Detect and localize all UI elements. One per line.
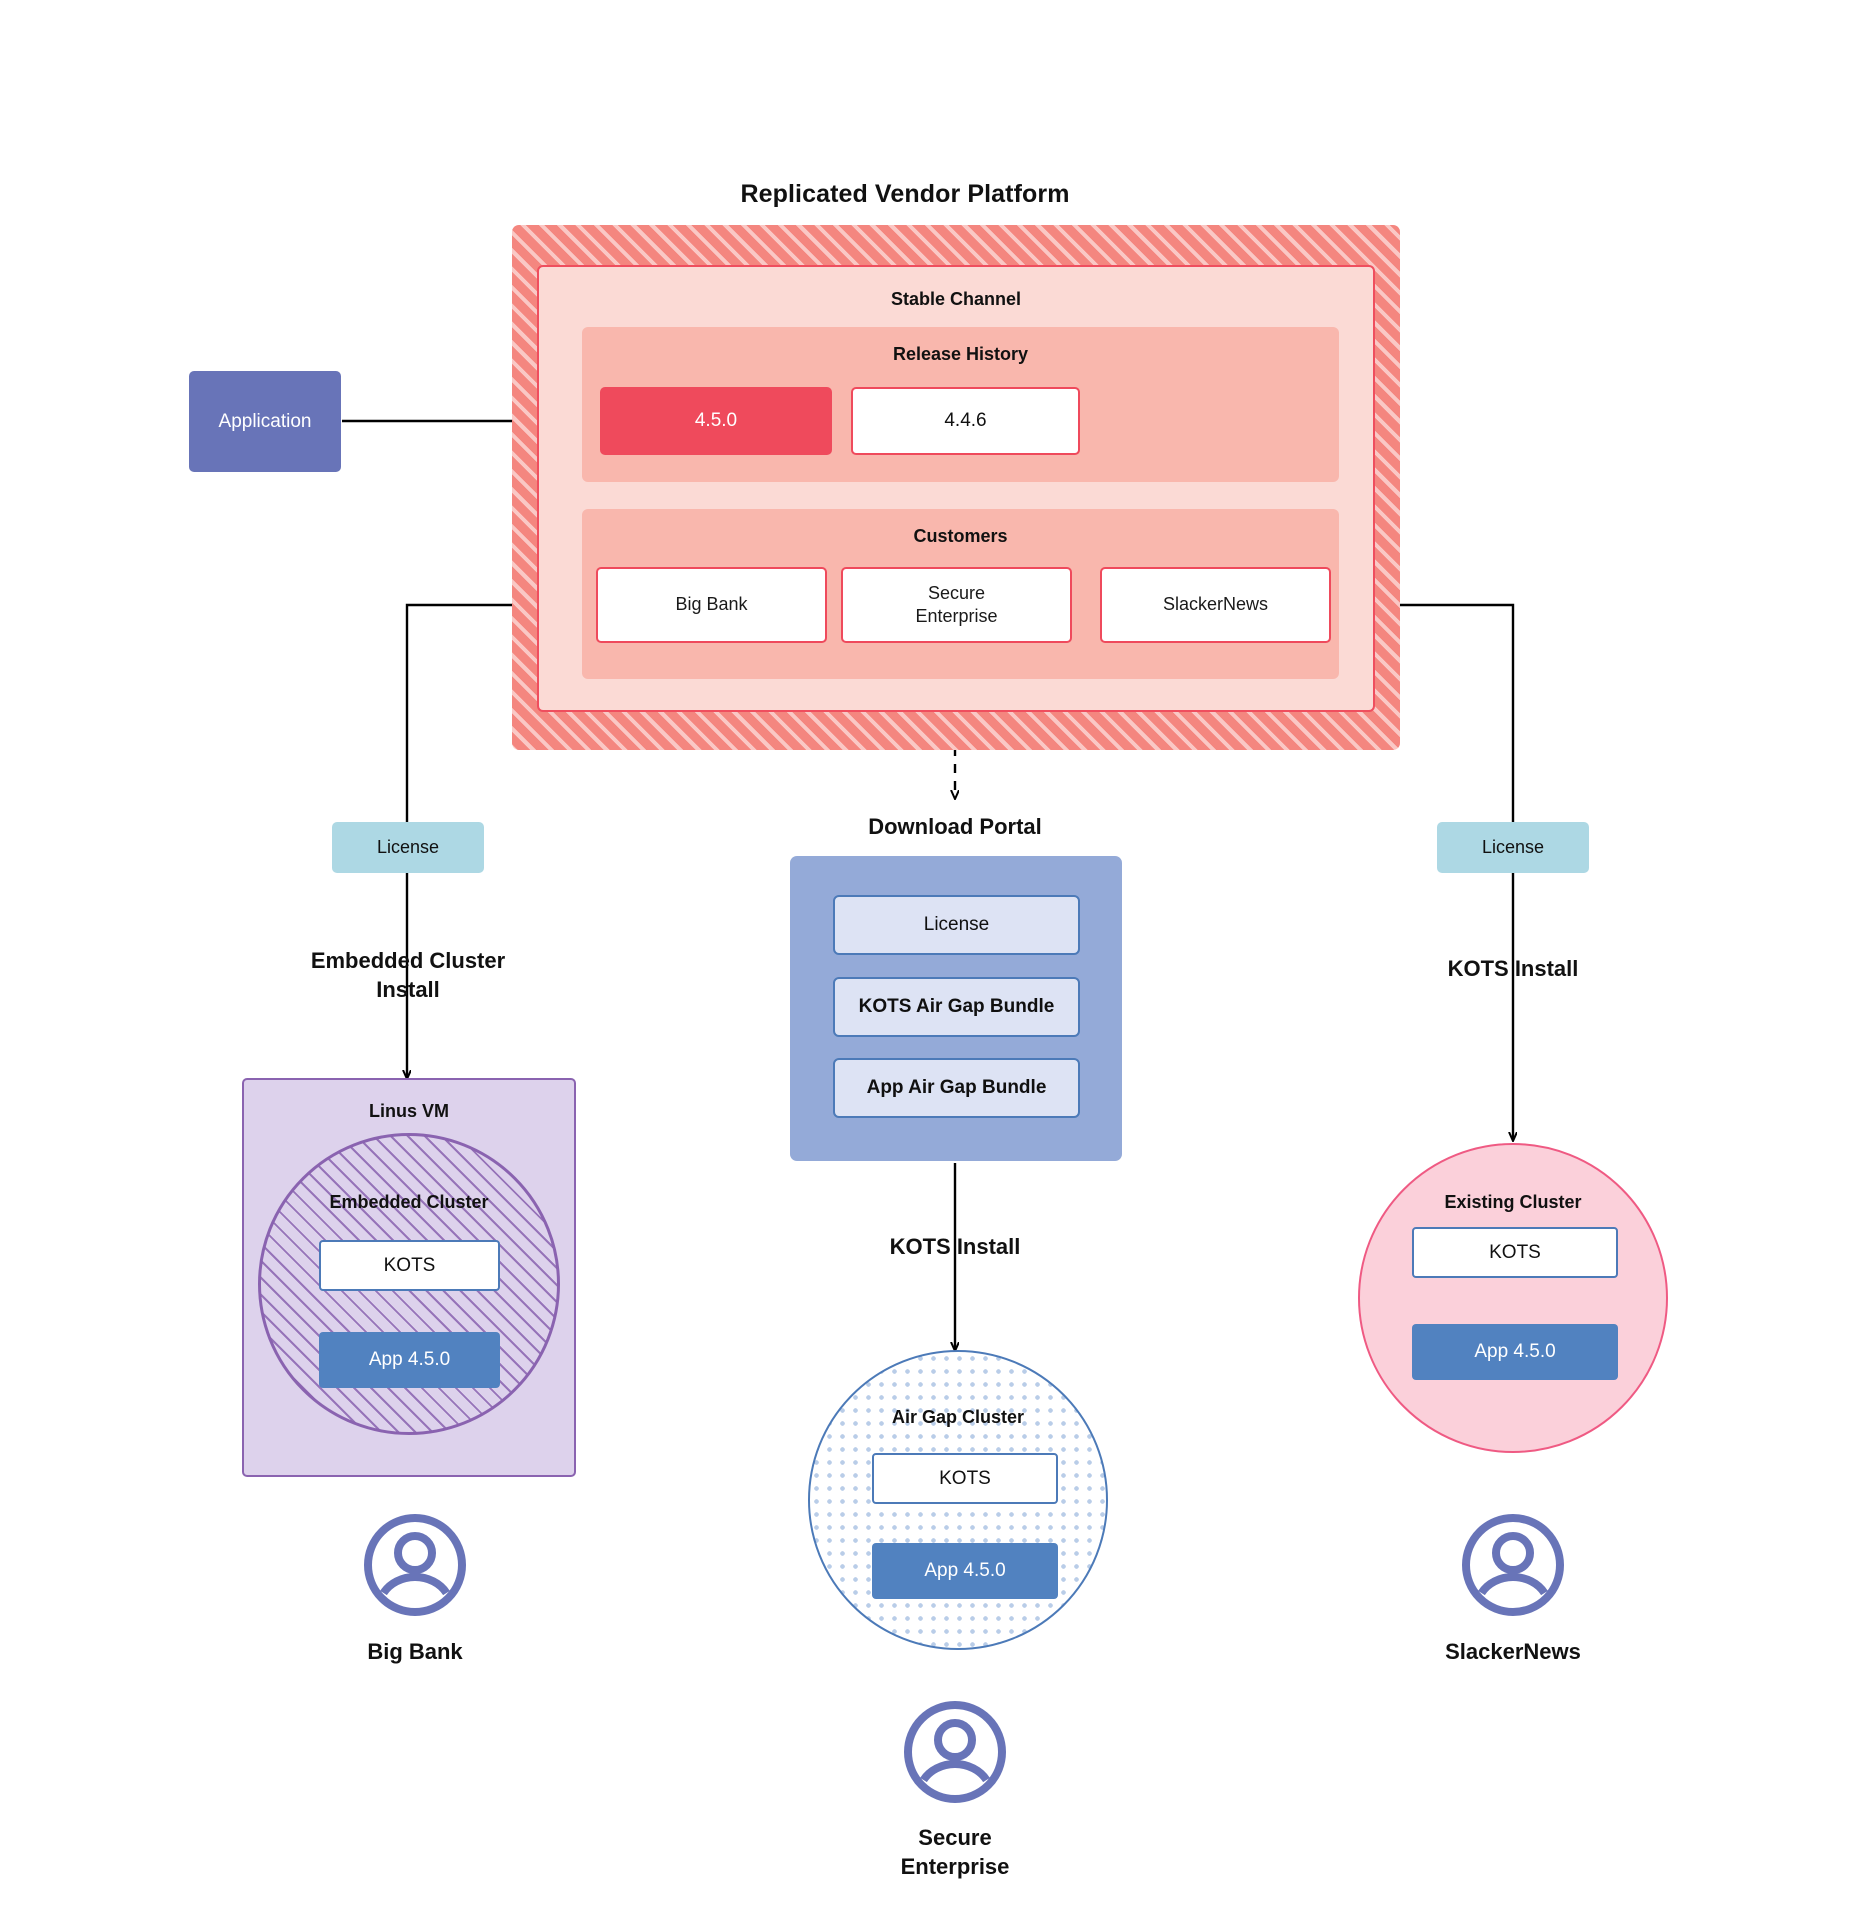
- kots-box-left[interactable]: KOTS: [319, 1240, 500, 1291]
- app-box-center[interactable]: App 4.5.0: [872, 1543, 1058, 1599]
- release-history-caption: Release History: [892, 344, 1029, 364]
- release-box-current[interactable]: 4.5.0: [600, 387, 832, 455]
- app-box-right[interactable]: App 4.5.0: [1412, 1324, 1618, 1380]
- license-chip-left[interactable]: License: [332, 822, 484, 873]
- release-box-past[interactable]: 4.4.6: [851, 387, 1080, 455]
- air-gap-cluster-caption: Air Gap Cluster: [891, 1407, 1025, 1427]
- air-gap-cluster-circle: Air Gap Cluster: [808, 1350, 1108, 1650]
- portal-item-kots-air-gap-bundle[interactable]: KOTS Air Gap Bundle: [833, 977, 1080, 1037]
- stable-channel-caption: Stable Channel: [890, 289, 1022, 309]
- customers-caption: Customers: [913, 526, 1008, 546]
- avatar-slackernews: [1461, 1513, 1565, 1617]
- customer-box-big-bank[interactable]: Big Bank: [596, 567, 827, 643]
- kots-box-center[interactable]: KOTS: [872, 1453, 1058, 1504]
- embedded-cluster-caption: Embedded Cluster: [329, 1192, 489, 1212]
- avatar-big-bank: [363, 1513, 467, 1617]
- linux-vm-caption: Linus VM: [369, 1101, 449, 1121]
- kots-box-right[interactable]: KOTS: [1412, 1227, 1618, 1278]
- page-title: Replicated Vendor Platform: [740, 180, 1070, 208]
- edge-label-kots-install-center: KOTS Install: [889, 1234, 1021, 1259]
- edge-label-embedded-cluster-install: Embedded Cluster Install: [310, 948, 506, 1002]
- customer-box-slackernews[interactable]: SlackerNews: [1100, 567, 1331, 643]
- persona-label-slackernews: SlackerNews: [1445, 1639, 1581, 1664]
- existing-cluster-circle: Existing Cluster: [1358, 1143, 1668, 1453]
- license-chip-right[interactable]: License: [1437, 822, 1589, 873]
- app-box-left[interactable]: App 4.5.0: [319, 1332, 500, 1388]
- portal-item-license[interactable]: License: [833, 895, 1080, 955]
- portal-item-app-air-gap-bundle[interactable]: App Air Gap Bundle: [833, 1058, 1080, 1118]
- customer-box-secure-enterprise[interactable]: Secure Enterprise: [841, 567, 1072, 643]
- persona-label-big-bank: Big Bank: [367, 1639, 463, 1664]
- application-node[interactable]: Application: [189, 371, 341, 472]
- existing-cluster-caption: Existing Cluster: [1444, 1192, 1582, 1212]
- persona-label-secure-enterprise: Secure Enterprise: [900, 1825, 1010, 1879]
- edge-label-kots-install-right: KOTS Install: [1447, 956, 1579, 981]
- download-portal-title: Download Portal: [868, 814, 1042, 839]
- avatar-secure-enterprise: [903, 1700, 1007, 1804]
